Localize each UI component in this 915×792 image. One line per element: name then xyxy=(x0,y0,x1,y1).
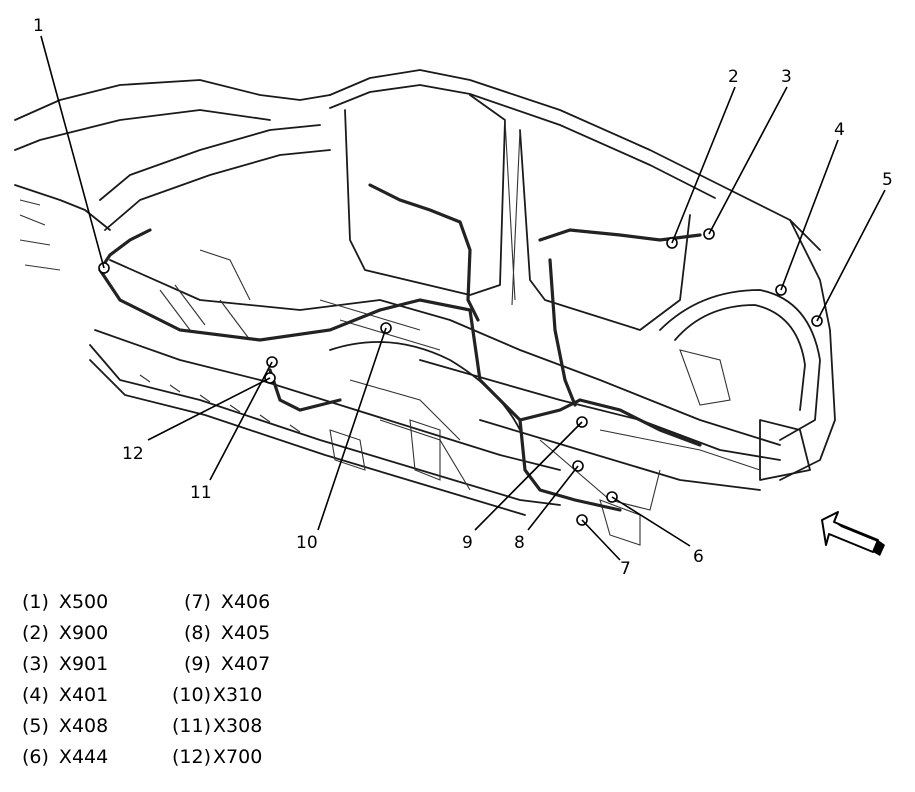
legend-item: (4)X401 xyxy=(22,684,109,706)
callout-6: 6 xyxy=(693,547,704,567)
callout-3: 3 xyxy=(781,67,792,87)
legend-item: (3)X901 xyxy=(22,653,109,675)
callout-5: 5 xyxy=(882,170,893,190)
legend-item: (9)X407 xyxy=(184,653,271,675)
callout-9: 9 xyxy=(462,533,473,553)
leader-lines xyxy=(40,35,886,561)
legend-item: (6)X444 xyxy=(22,746,109,768)
callout-12: 12 xyxy=(122,444,144,464)
legend-item: (8)X405 xyxy=(184,622,271,644)
callout-10: 10 xyxy=(296,533,318,553)
legend-column-left: (1)X500 (2)X900 (3)X901 (4)X401 (5)X408 … xyxy=(22,590,108,776)
legend-item: (7)X406 xyxy=(184,591,271,613)
callout-11: 11 xyxy=(190,483,212,503)
legend-item: (10)X310 xyxy=(172,684,263,706)
legend-item: (5)X408 xyxy=(22,715,109,737)
connectors xyxy=(98,228,823,526)
callout-7: 7 xyxy=(620,559,631,579)
wiring-harnesses xyxy=(98,183,702,512)
vehicle-body-outline xyxy=(14,69,836,546)
callout-1: 1 xyxy=(33,16,44,36)
legend-column-right: (7)X406 (8)X405 (9)X407 (10)X310 (11)X30… xyxy=(172,590,270,776)
callout-4: 4 xyxy=(834,120,845,140)
legend-item: (11)X308 xyxy=(172,715,263,737)
legend-item: (1)X500 xyxy=(22,591,109,613)
callout-8: 8 xyxy=(514,533,525,553)
front-direction-arrow-icon xyxy=(821,511,885,556)
vehicle-underbody-diagram: 1 2 3 4 5 6 7 8 9 10 11 12 xyxy=(14,16,893,579)
legend-item: (2)X900 xyxy=(22,622,109,644)
callout-2: 2 xyxy=(728,67,739,87)
legend-item: (12)X700 xyxy=(172,746,263,768)
callout-labels: 1 2 3 4 5 6 7 8 9 10 11 12 xyxy=(33,16,893,579)
